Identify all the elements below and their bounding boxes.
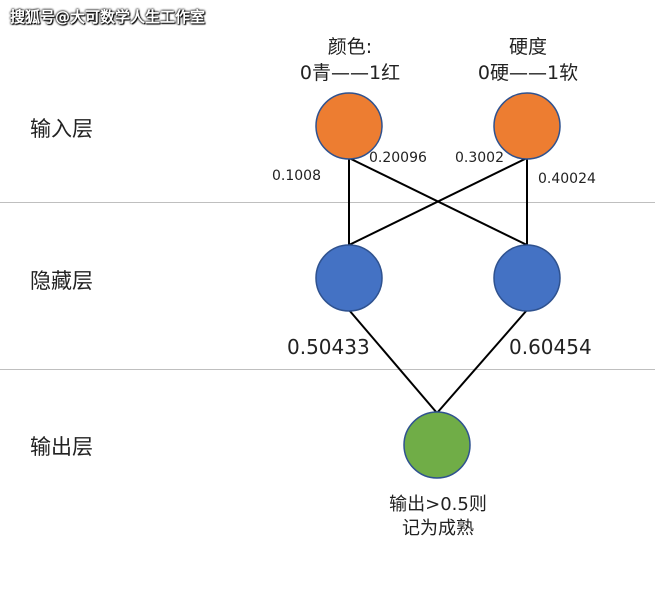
hidden-node-1	[315, 244, 383, 312]
hidden-node-2	[493, 244, 561, 312]
output-rule-caption: 输出>0.5则 记为成熟	[368, 493, 508, 541]
input-node-color	[315, 92, 383, 160]
feature-color-caption: 颜色: 0青——1红	[280, 34, 420, 86]
separator-hidden-output	[0, 369, 655, 370]
feature-hardness-title: 硬度	[508, 36, 547, 58]
layer-label-hidden: 隐藏层	[30, 269, 93, 293]
weight-label-color-hidden2: 0.20096	[369, 150, 427, 166]
watermark: 搜狐号@大可数学人生工作室	[10, 8, 206, 26]
weight-label-hidden2-output: 0.60454	[509, 335, 592, 359]
weight-label-hardness-hidden1: 0.3002	[455, 150, 504, 166]
feature-color-range: 0青——1红	[299, 62, 401, 84]
edge-hidden2-to-output	[436, 309, 528, 414]
layer-label-output: 输出层	[30, 435, 93, 459]
input-node-hardness	[493, 92, 561, 160]
edge-hidden1-to-output	[348, 309, 438, 414]
weight-label-hardness-hidden2: 0.40024	[538, 171, 596, 187]
output-rule-line2: 记为成熟	[402, 518, 474, 539]
layer-label-input: 输入层	[30, 117, 93, 141]
feature-hardness-caption: 硬度 0硬——1软	[458, 34, 598, 86]
edge-hardness-to-hidden1	[348, 157, 528, 246]
output-node	[403, 411, 471, 479]
feature-color-title: 颜色:	[327, 36, 373, 58]
weight-label-hidden1-output: 0.50433	[287, 335, 370, 359]
separator-input-hidden	[0, 202, 655, 203]
weight-label-color-hidden1: 0.1008	[272, 168, 321, 184]
output-rule-line1: 输出>0.5则	[389, 494, 487, 515]
feature-hardness-range: 0硬——1软	[477, 62, 579, 84]
